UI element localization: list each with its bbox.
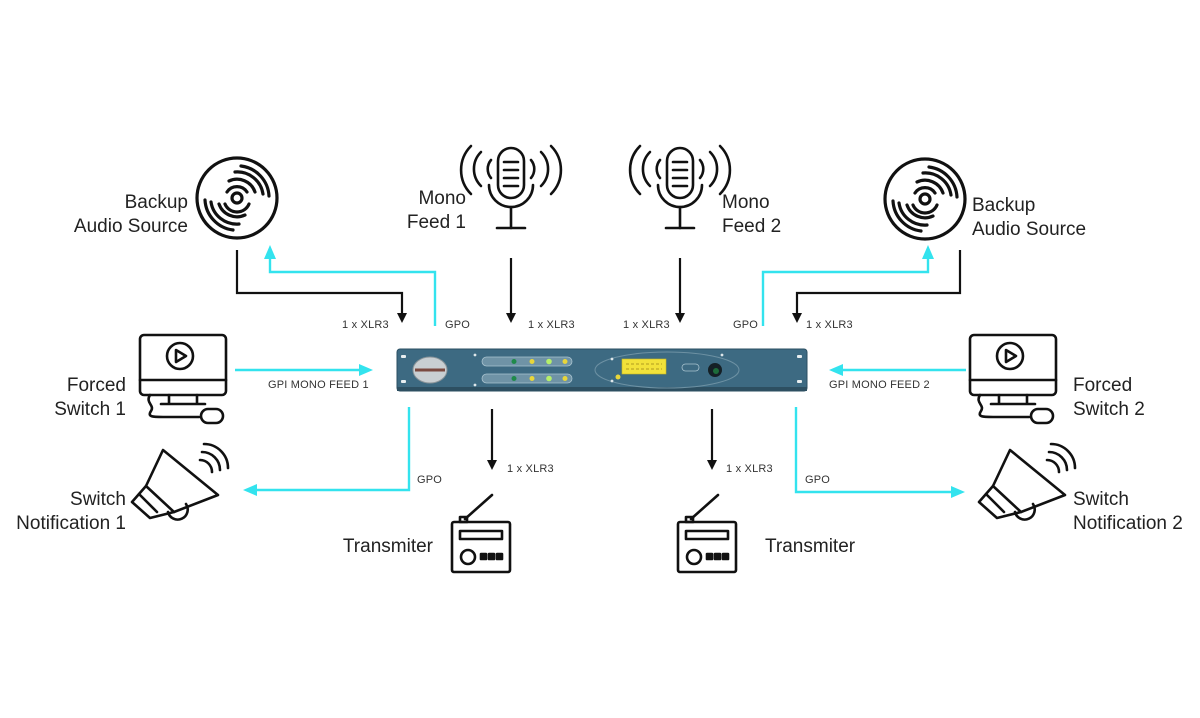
forced1-label: Forced Switch 1 [20, 374, 126, 422]
connector-label-gpo-top-left: GPO [445, 319, 471, 331]
tx2-label: Transmiter [765, 536, 856, 557]
menu-button[interactable] [681, 363, 700, 372]
vinyl-disc-icon [195, 156, 279, 240]
connector-label-gpi2: GPI MONO FEED 2 [829, 379, 930, 391]
connector-label-tx1: 1 x XLR3 [507, 463, 554, 475]
connector-label-gpo-top-right: GPO [733, 319, 759, 331]
connector-label-backup-left: 1 x XLR3 [342, 319, 389, 331]
connector-gpo-backup-right [761, 245, 934, 326]
connector-backup-left-xlr [235, 250, 407, 323]
connector-label-mono1: 1 x XLR3 [528, 319, 575, 331]
connection-lines [235, 245, 966, 498]
computer-play-icon [138, 333, 228, 425]
led-b3 [546, 375, 552, 382]
lcd-display [621, 358, 667, 375]
connector-label-backup-right: 1 x XLR3 [806, 319, 853, 331]
mono2-label: Mono Feed 2 [722, 191, 781, 239]
microphone-icon [628, 144, 732, 230]
mono1-label: Mono Feed 1 [380, 187, 466, 235]
connector-gpo-backup-left [264, 245, 437, 326]
mono2-label-line2: Feed 2 [722, 216, 782, 237]
led-b2 [529, 376, 535, 381]
led-a4 [562, 359, 568, 364]
connector-backup-right-xlr [792, 250, 962, 323]
connector-label-tx2: 1 x XLR3 [726, 463, 773, 475]
mono1-label-line1: Mono [418, 188, 466, 209]
connector-gpo-notif2 [794, 407, 965, 498]
forced1-label-line1: Forced [66, 375, 126, 396]
backup-left-label: Backup Audio Source [40, 191, 188, 239]
backup-left-label-line1: Backup [124, 192, 188, 213]
notif1-label-line1: Switch [70, 489, 126, 510]
backup-left-label-line2: Audio Source [73, 216, 188, 237]
rack-device[interactable] [396, 348, 808, 392]
microphone-icon [459, 144, 563, 230]
radio-icon [450, 493, 512, 574]
notif2-label-line1: Switch [1073, 489, 1129, 510]
tx1-label: Transmiter [342, 536, 433, 557]
led-a3 [546, 358, 552, 365]
megaphone-icon [130, 442, 230, 521]
control-panel-outline [594, 351, 740, 389]
computer-play-icon [968, 333, 1058, 425]
forced2-label: Forced Switch 2 [1073, 374, 1145, 422]
connector-label-gpi1: GPI MONO FEED 1 [268, 379, 369, 391]
backup-right-label: Backup Audio Source [972, 194, 1086, 242]
forced2-label-line2: Switch 2 [1073, 399, 1145, 420]
connector-label-gpo-bottom-left: GPO [417, 474, 443, 486]
connector-label-gpo-bottom-right: GPO [805, 474, 831, 486]
notif1-label-line2: Notification 1 [16, 513, 126, 534]
status-led [615, 374, 621, 380]
connector-gpo-notif1 [243, 407, 411, 496]
mono2-label-line1: Mono [722, 192, 770, 213]
notif2-label-line2: Notification 2 [1073, 513, 1183, 534]
radio-icon [676, 493, 738, 574]
led-b1 [511, 376, 517, 381]
channel-a-strip [481, 356, 573, 367]
led-a2 [529, 359, 535, 364]
forced2-label-line1: Forced [1073, 375, 1133, 396]
channel-b-strip [481, 373, 573, 384]
vinyl-disc-icon [883, 157, 967, 241]
forced1-label-line2: Switch 1 [54, 399, 126, 420]
mono1-label-line2: Feed 1 [406, 212, 466, 233]
led-b4 [562, 376, 568, 381]
notif1-label: Switch Notification 1 [0, 488, 126, 536]
backup-right-label-line2: Audio Source [972, 219, 1087, 240]
backup-right-label-line1: Backup [972, 195, 1036, 216]
connector-label-mono2: 1 x XLR3 [623, 319, 670, 331]
led-a1 [511, 359, 517, 364]
megaphone-icon [977, 442, 1077, 521]
notif2-label: Switch Notification 2 [1073, 488, 1183, 536]
